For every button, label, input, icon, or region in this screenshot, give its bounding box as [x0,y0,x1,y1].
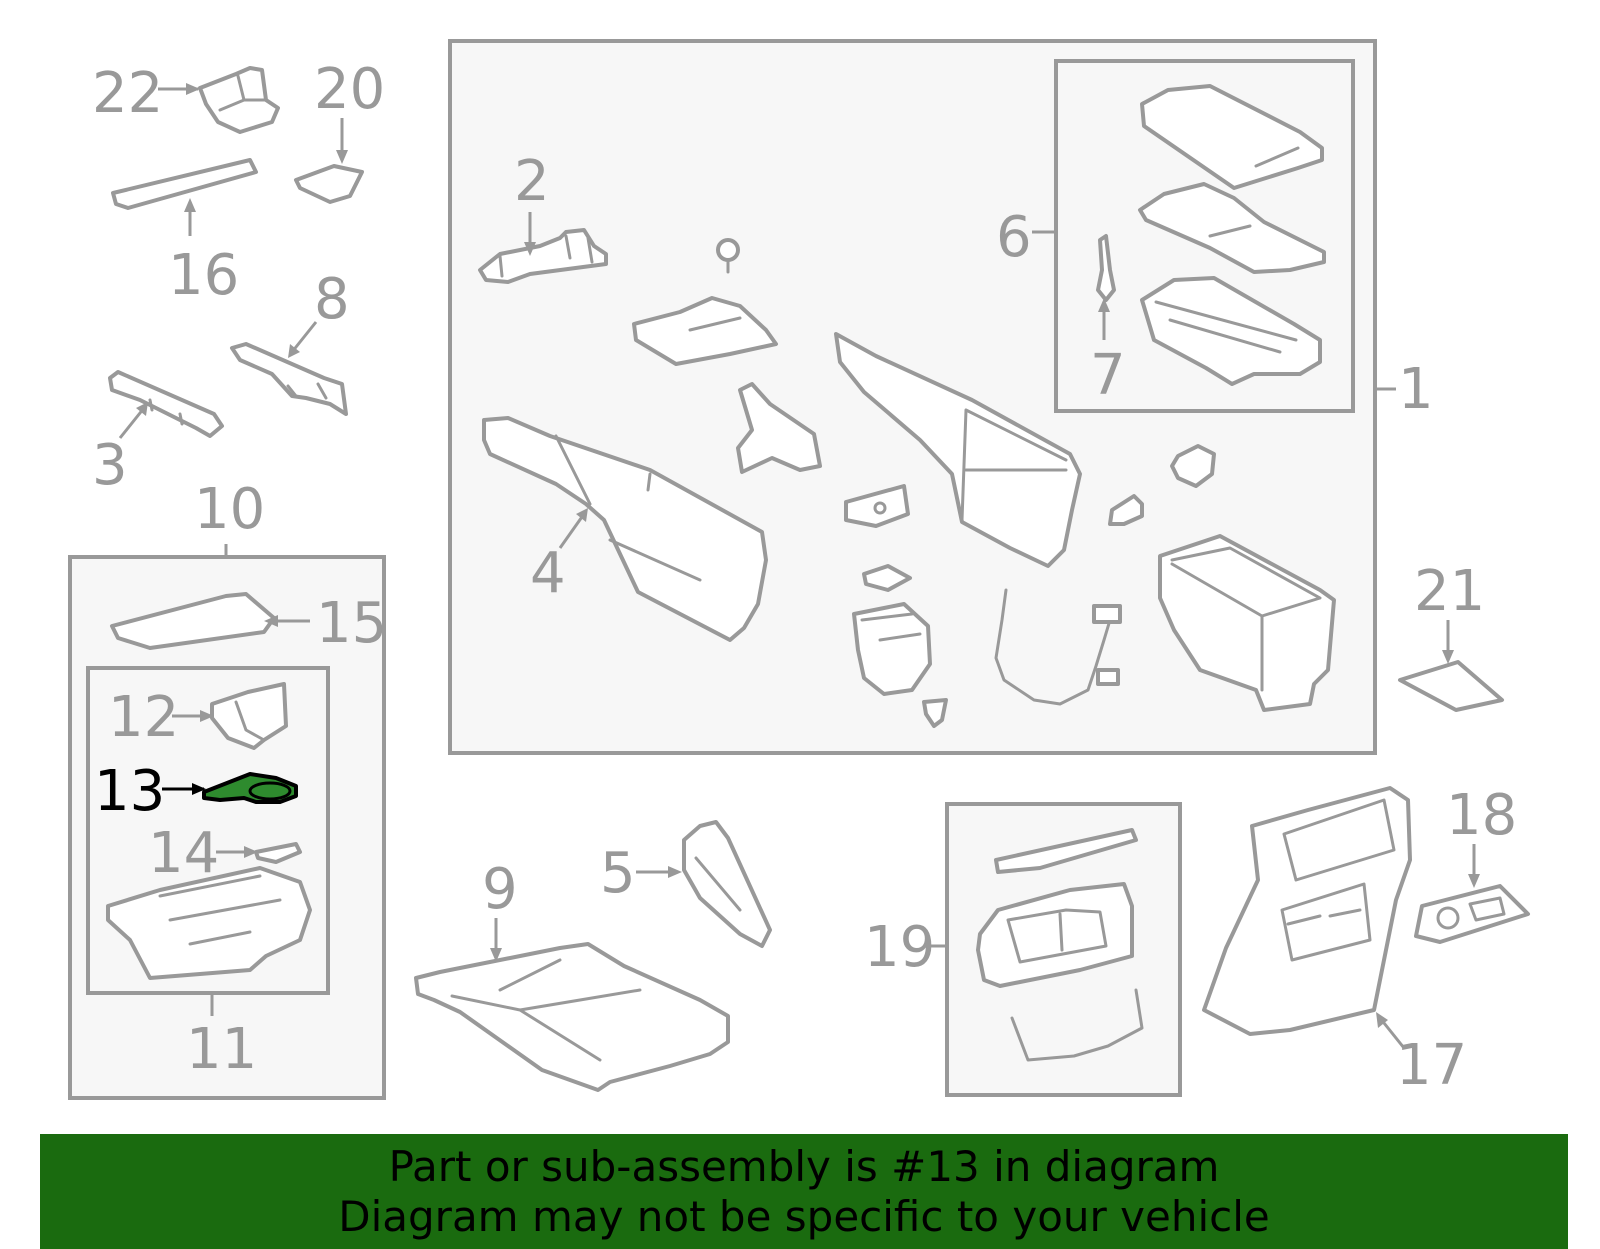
label-18: 18 [1446,783,1517,848]
part-5-bezel[interactable] [682,820,772,948]
label-7: 7 [1090,343,1126,408]
label-15: 15 [316,591,387,656]
part-11-tray[interactable] [106,866,312,980]
label-22: 22 [92,61,163,126]
part-small-bracket[interactable] [844,484,910,528]
label-1: 1 [1398,357,1434,422]
label-2: 2 [514,149,550,214]
part-12-holder[interactable] [210,682,288,750]
part-13-highlighted[interactable] [202,772,298,804]
part-knob-2[interactable] [1108,494,1144,526]
part-3-bracket[interactable] [108,370,224,438]
label-12: 12 [108,685,179,750]
label-16: 16 [168,243,239,308]
part-21-mat[interactable] [1398,660,1504,712]
part-20-insert[interactable] [294,164,364,204]
label-3: 3 [92,433,128,498]
part-6-inner-lid[interactable] [1138,182,1326,274]
part-6-lid[interactable] [1140,84,1324,190]
part-clip[interactable] [716,238,740,274]
part-knob-1[interactable] [1170,444,1216,488]
part-19-panel[interactable] [976,882,1134,988]
label-21: 21 [1414,559,1485,624]
label-13-highlighted: 13 [94,759,165,824]
label-19: 19 [864,915,935,980]
info-banner: Part or sub-assembly is #13 in diagram D… [40,1134,1568,1249]
part-console-box[interactable] [1158,534,1336,712]
part-6-base[interactable] [1140,276,1322,386]
part-bracket-upper[interactable] [632,296,778,366]
part-wire-harness[interactable] [994,588,1122,706]
part-side-panel-right[interactable] [834,332,1082,568]
part-22-shift-knob[interactable] [198,66,280,134]
part-support-bracket[interactable] [736,382,822,474]
part-cup-holder[interactable] [852,602,932,696]
label-5: 5 [600,841,636,906]
part-18-switch-panel[interactable] [1414,884,1530,944]
banner-line-2: Diagram may not be specific to your vehi… [338,1191,1270,1241]
part-7-pin[interactable] [1096,234,1116,302]
label-4: 4 [530,541,566,606]
part-19-trim[interactable] [1010,988,1144,1062]
label-10: 10 [194,477,265,542]
label-17: 17 [1396,1033,1467,1098]
banner-line-1: Part or sub-assembly is #13 in diagram [388,1141,1220,1191]
part-8-bracket[interactable] [230,342,348,416]
part-16-strip[interactable] [111,158,258,210]
label-6: 6 [996,205,1032,270]
part-2-bracket[interactable] [478,228,608,284]
label-8: 8 [314,267,350,332]
part-15-pad[interactable] [110,592,276,650]
part-19-strip[interactable] [994,828,1138,874]
part-cup-lid[interactable] [862,564,912,592]
label-14: 14 [148,821,219,886]
part-17-rear-panel[interactable] [1202,786,1412,1036]
part-clip-small[interactable] [922,698,948,728]
part-9-tray[interactable] [414,942,730,1092]
label-20: 20 [314,57,385,122]
label-9: 9 [482,857,518,922]
part-14-clip[interactable] [254,842,302,864]
part-4-side-panel[interactable] [482,416,768,642]
label-11: 11 [186,1017,257,1082]
